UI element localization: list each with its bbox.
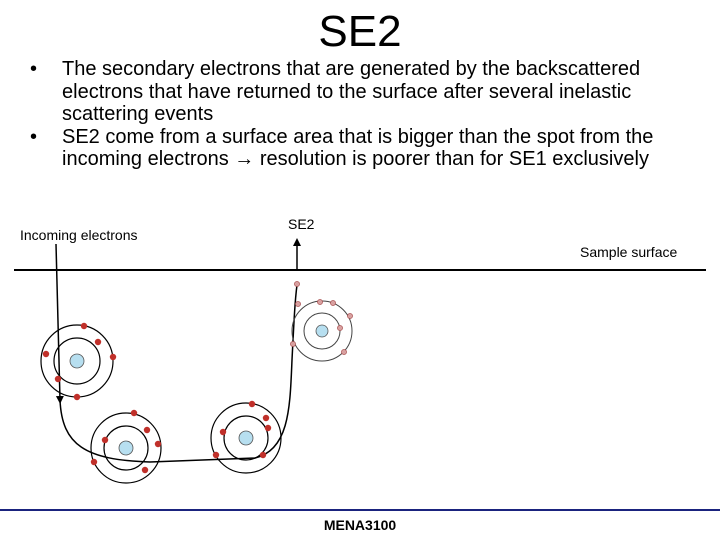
electron <box>341 349 347 355</box>
bullet-text: SE2 come from a surface area that is big… <box>62 125 654 171</box>
electron <box>330 300 336 306</box>
slide-title: SE2 <box>318 7 402 56</box>
bullet-marker: • <box>30 58 38 80</box>
bullet-list: • The secondary electrons that are gener… <box>30 58 700 171</box>
outer-orbit <box>90 412 162 484</box>
electron <box>262 414 270 422</box>
atom <box>40 322 117 401</box>
nucleus <box>118 440 134 456</box>
electron <box>290 341 296 347</box>
nucleus <box>238 430 254 446</box>
se2-label: SE2 <box>288 216 315 232</box>
inner-orbit <box>303 312 341 350</box>
backscattered-electron-path <box>59 284 298 463</box>
electron <box>295 301 301 307</box>
electron <box>90 458 98 466</box>
electron <box>54 375 62 383</box>
electron <box>141 466 149 474</box>
incoming-electron-path <box>55 243 64 404</box>
electron <box>130 409 138 417</box>
footer-divider <box>0 509 720 511</box>
electron <box>154 440 162 448</box>
bullet-marker: • <box>30 125 38 148</box>
electron <box>259 451 267 459</box>
electron <box>212 451 220 459</box>
incoming-electrons-label: Incoming electrons <box>20 227 138 243</box>
outer-orbit <box>210 402 282 474</box>
electron <box>73 393 81 401</box>
footer-course-code: MENA3100 <box>323 517 397 533</box>
inner-orbit <box>223 415 269 461</box>
atom <box>290 281 353 362</box>
electron <box>94 338 102 346</box>
bullet-item: • The secondary electrons that are gener… <box>30 58 700 126</box>
electron <box>347 313 353 319</box>
electron <box>80 322 88 330</box>
electron <box>248 400 256 408</box>
inner-orbit <box>103 425 149 471</box>
electron <box>109 353 117 361</box>
electron <box>337 325 343 331</box>
electron <box>219 428 227 436</box>
electron <box>294 281 300 287</box>
electron <box>264 424 272 432</box>
electron <box>42 350 50 358</box>
inner-orbit <box>53 337 101 385</box>
bullet-text: The secondary electrons that are generat… <box>62 58 641 125</box>
electron <box>101 436 109 444</box>
nucleus <box>69 353 85 369</box>
sample-surface-label: Sample surface <box>580 244 678 260</box>
atom <box>90 409 162 484</box>
electron <box>317 299 323 305</box>
bullet-item: • SE2 come from a surface area that is b… <box>30 126 700 171</box>
electron <box>143 426 151 434</box>
atom <box>210 400 282 474</box>
nucleus <box>315 324 329 338</box>
